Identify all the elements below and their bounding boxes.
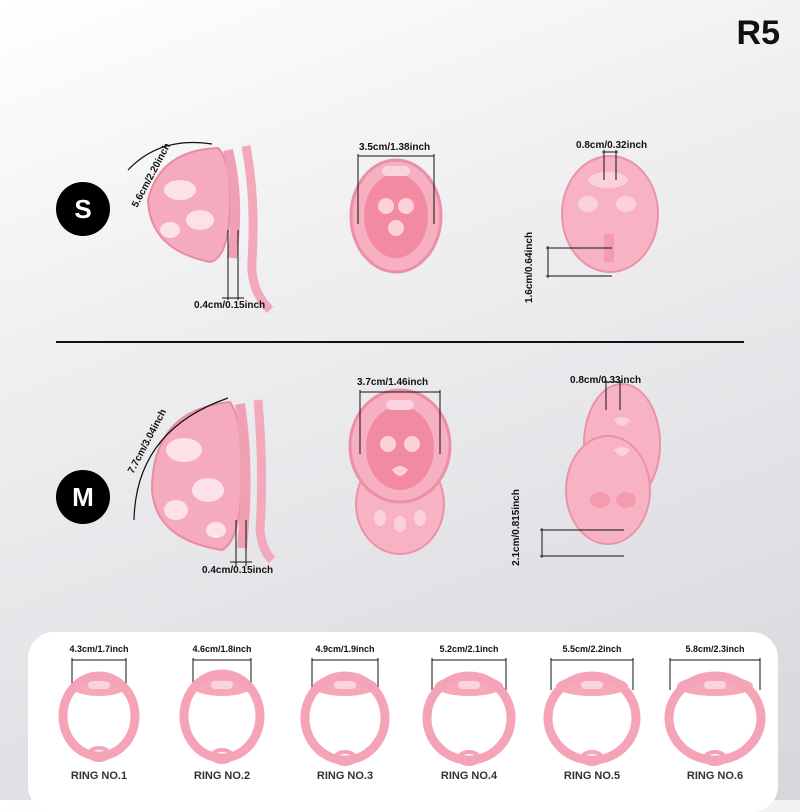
m-front-width-label: 3.7cm/1.46inch — [357, 377, 429, 388]
ring-image — [300, 658, 390, 766]
ring-size-label: 4.9cm/1.9inch — [315, 644, 375, 654]
ring-size-label: 5.5cm/2.2inch — [562, 644, 622, 654]
ring-image — [58, 658, 140, 762]
s-front-view-image — [349, 154, 443, 274]
ring-size-label: 4.6cm/1.8inch — [192, 644, 252, 654]
m-back-slot-label: 0.8cm/0.33inch — [570, 375, 642, 386]
ring-size-label: 5.8cm/2.3inch — [685, 644, 745, 654]
product-code: R5 — [736, 14, 780, 52]
ring-6: 5.8cm/2.3inch RING NO.6 — [654, 632, 776, 800]
m-side-view-image — [133, 397, 276, 566]
section-divider — [56, 341, 744, 343]
s-side-gap-label: 0.4cm/0.15inch — [194, 300, 266, 311]
ring-name-label: RING NO.6 — [686, 770, 744, 782]
ring-name-label: RING NO.1 — [70, 770, 128, 782]
ring-image — [664, 658, 766, 766]
ring-image — [422, 658, 516, 766]
ring-name-label: RING NO.2 — [193, 770, 251, 782]
ring-image — [543, 658, 641, 766]
rings-panel: 4.3cm/1.7inch RING NO.1 4.6cm/1.8inch RI… — [28, 632, 778, 812]
ring-size-label: 4.3cm/1.7inch — [69, 644, 129, 654]
ring-name-label: RING NO.3 — [316, 770, 374, 782]
s-side-view-image — [127, 141, 274, 314]
size-s-badge: S — [56, 182, 110, 236]
m-side-gap-label: 0.4cm/0.15inch — [202, 565, 274, 576]
s-front-width-label: 3.5cm/1.38inch — [359, 142, 431, 153]
ring-2: 4.6cm/1.8inch RING NO.2 — [161, 632, 283, 800]
s-back-slot-label: 0.8cm/0.32inch — [576, 140, 648, 151]
ring-1: 4.3cm/1.7inch RING NO.1 — [38, 632, 160, 800]
ring-image — [179, 658, 265, 764]
m-front-view-image — [348, 388, 452, 555]
s-back-view-image — [546, 150, 659, 278]
ring-name-label: RING NO.4 — [440, 770, 498, 782]
m-back-height-label: 2.1cm/0.815inch — [510, 489, 522, 566]
ring-4: 5.2cm/2.1inch RING NO.4 — [408, 632, 530, 800]
ring-3: 4.9cm/1.9inch RING NO.3 — [284, 632, 406, 800]
ring-name-label: RING NO.5 — [563, 770, 621, 782]
size-m-badge: M — [56, 470, 110, 524]
s-back-height-label: 1.6cm/0.64inch — [524, 231, 536, 304]
m-back-view-image — [540, 380, 661, 558]
ring-size-label: 5.2cm/2.1inch — [439, 644, 499, 654]
ring-5: 5.5cm/2.2inch RING NO.5 — [531, 632, 653, 800]
